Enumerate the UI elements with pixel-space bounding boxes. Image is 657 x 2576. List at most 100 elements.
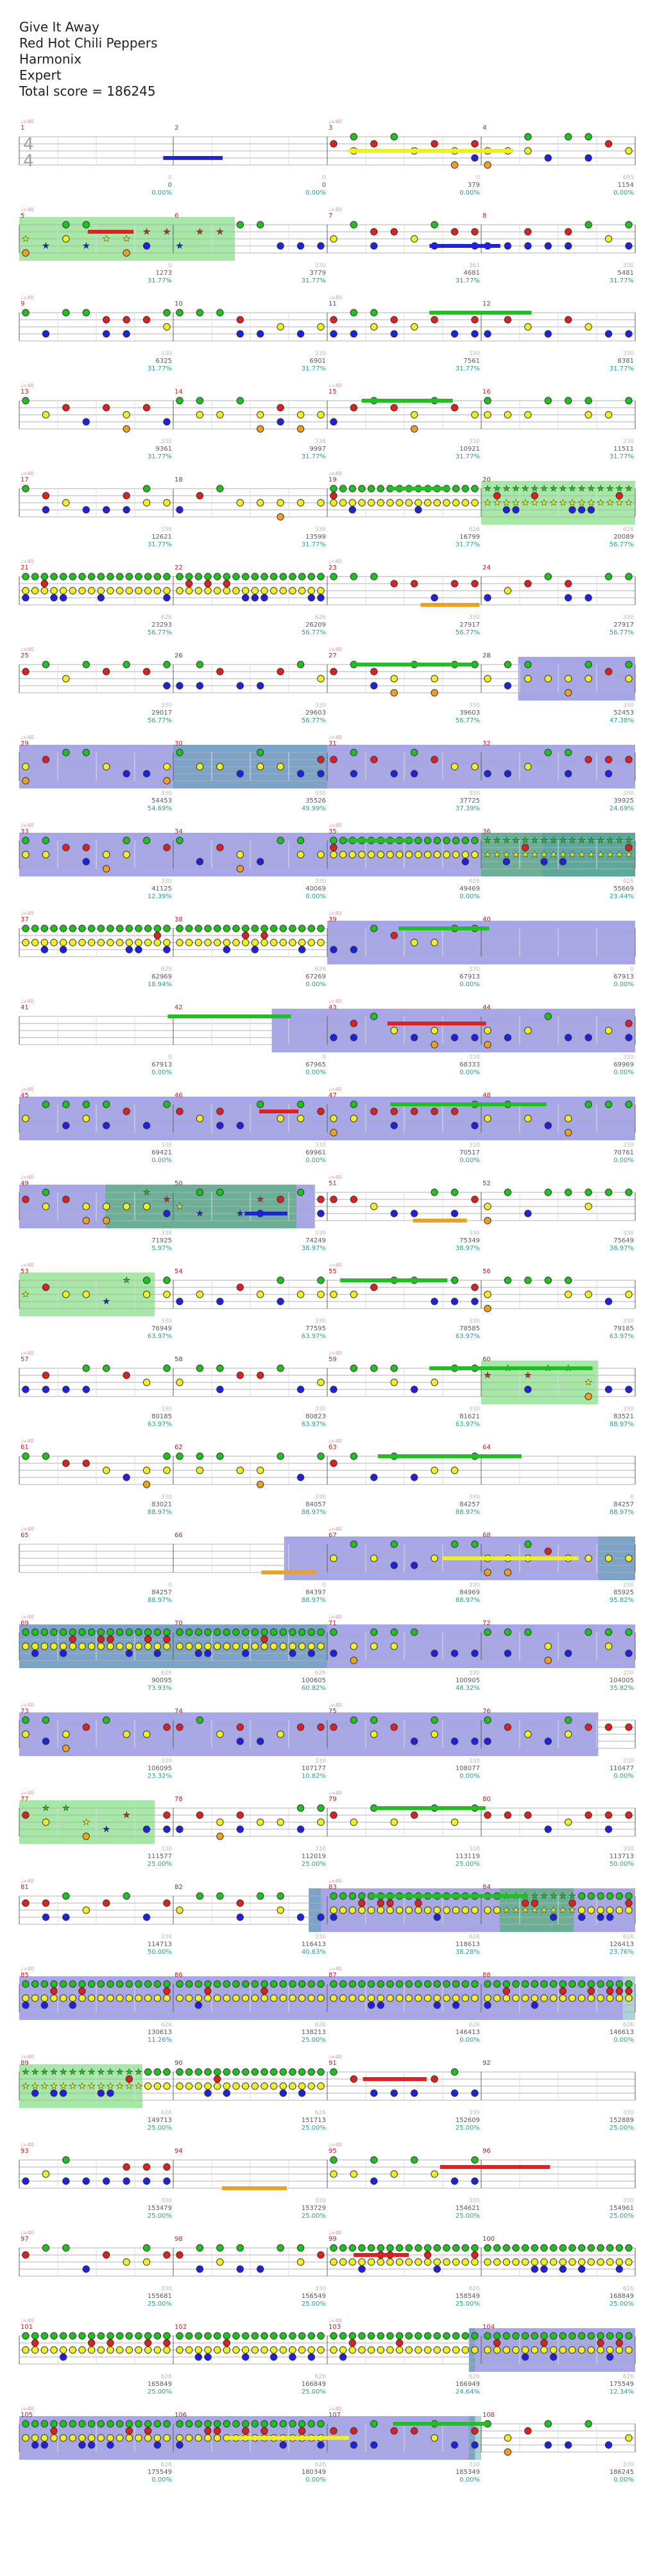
star-power-note: ★ bbox=[116, 2082, 124, 2091]
star-power-note: ★ bbox=[588, 498, 595, 508]
measure-subscore: 330 bbox=[161, 1406, 172, 1413]
note bbox=[241, 2082, 250, 2090]
note bbox=[241, 939, 250, 946]
measure-number: 100 bbox=[482, 2236, 495, 2243]
note bbox=[232, 2332, 240, 2340]
note bbox=[176, 1298, 183, 1305]
note bbox=[213, 939, 221, 946]
note bbox=[185, 2068, 193, 2076]
note bbox=[431, 221, 438, 229]
note bbox=[339, 485, 347, 492]
measure-score: 6901 bbox=[310, 358, 326, 365]
note bbox=[584, 1203, 592, 1210]
star-power-note: ★ bbox=[69, 2067, 77, 2077]
note bbox=[461, 499, 470, 507]
note bbox=[544, 2441, 552, 2449]
measure-subscore: 330 bbox=[161, 790, 172, 797]
note bbox=[144, 1628, 152, 1636]
measure-number: 93 bbox=[21, 2148, 29, 2155]
note bbox=[296, 661, 305, 668]
note bbox=[123, 2258, 130, 2266]
note bbox=[348, 2339, 357, 2347]
note bbox=[471, 2441, 479, 2449]
measure-number: 59 bbox=[328, 1356, 337, 1363]
note bbox=[625, 1291, 633, 1298]
note bbox=[604, 1811, 613, 1819]
note bbox=[521, 2346, 529, 2354]
note bbox=[232, 2082, 240, 2090]
note bbox=[163, 594, 171, 602]
note bbox=[135, 2434, 142, 2442]
measure-subscore: 330 bbox=[161, 2286, 172, 2292]
note bbox=[370, 2177, 378, 2185]
note bbox=[521, 1899, 529, 1907]
note bbox=[82, 1217, 90, 1224]
note bbox=[443, 1906, 450, 1914]
note bbox=[493, 2346, 501, 2354]
note bbox=[606, 2244, 614, 2252]
note bbox=[153, 932, 162, 939]
measure-sp-percent: 56.77% bbox=[148, 717, 172, 724]
measure-subscore: 0 bbox=[168, 1054, 172, 1061]
note bbox=[559, 1994, 567, 2002]
note bbox=[185, 573, 193, 580]
tempo-marker: ♩=40 bbox=[328, 471, 342, 476]
note bbox=[504, 2448, 512, 2456]
note bbox=[257, 749, 264, 756]
note bbox=[531, 2332, 539, 2340]
note bbox=[31, 939, 39, 946]
measure-sp-percent: 25.00% bbox=[302, 2125, 326, 2132]
note bbox=[163, 1210, 171, 1217]
note bbox=[524, 133, 532, 141]
note bbox=[390, 675, 398, 683]
note bbox=[196, 1892, 204, 1900]
note bbox=[59, 2346, 67, 2354]
note bbox=[241, 2420, 250, 2428]
note bbox=[216, 411, 224, 419]
star-power-note: ★ bbox=[126, 2082, 133, 2091]
note bbox=[213, 2332, 221, 2340]
note bbox=[350, 1034, 358, 1041]
measure-subscore: 330 bbox=[161, 1318, 172, 1325]
note bbox=[232, 939, 240, 946]
note bbox=[625, 573, 633, 580]
measure-score: 154621 bbox=[456, 2205, 480, 2212]
note bbox=[452, 2001, 460, 2009]
note bbox=[185, 2332, 193, 2340]
note bbox=[50, 1987, 58, 1995]
note bbox=[40, 1994, 49, 2002]
note bbox=[367, 499, 375, 507]
note bbox=[450, 580, 459, 587]
measure-subscore: 626 bbox=[161, 1670, 172, 1676]
star-power-note: ★ bbox=[123, 1276, 130, 1285]
measure-subscore: 0 bbox=[322, 1582, 326, 1588]
note bbox=[317, 587, 325, 595]
note bbox=[82, 1115, 90, 1122]
measure-score: 40069 bbox=[305, 885, 326, 892]
note bbox=[370, 140, 378, 148]
measure-score: 168849 bbox=[610, 2293, 634, 2300]
note bbox=[625, 1906, 633, 1914]
note bbox=[196, 1466, 204, 1474]
measure-subscore: 626 bbox=[623, 878, 634, 885]
note bbox=[317, 1108, 325, 1115]
note bbox=[213, 1994, 221, 2002]
note bbox=[504, 1188, 512, 1196]
note bbox=[236, 851, 244, 858]
note bbox=[279, 1628, 287, 1636]
note bbox=[377, 2001, 385, 2009]
note bbox=[216, 1298, 224, 1305]
tempo-marker: ♩=40 bbox=[21, 1614, 34, 1620]
note bbox=[135, 925, 142, 932]
note bbox=[625, 1034, 633, 1041]
note bbox=[615, 1994, 624, 2002]
measure-subscore: 330 bbox=[469, 439, 480, 445]
note bbox=[142, 1481, 151, 1488]
note bbox=[414, 837, 422, 844]
tempo-marker: ♩=40 bbox=[21, 2054, 34, 2060]
measure-number: 40 bbox=[482, 916, 491, 923]
note bbox=[269, 2082, 278, 2090]
measure-number: 37 bbox=[21, 916, 29, 923]
note bbox=[123, 837, 130, 844]
note bbox=[289, 2068, 296, 2076]
